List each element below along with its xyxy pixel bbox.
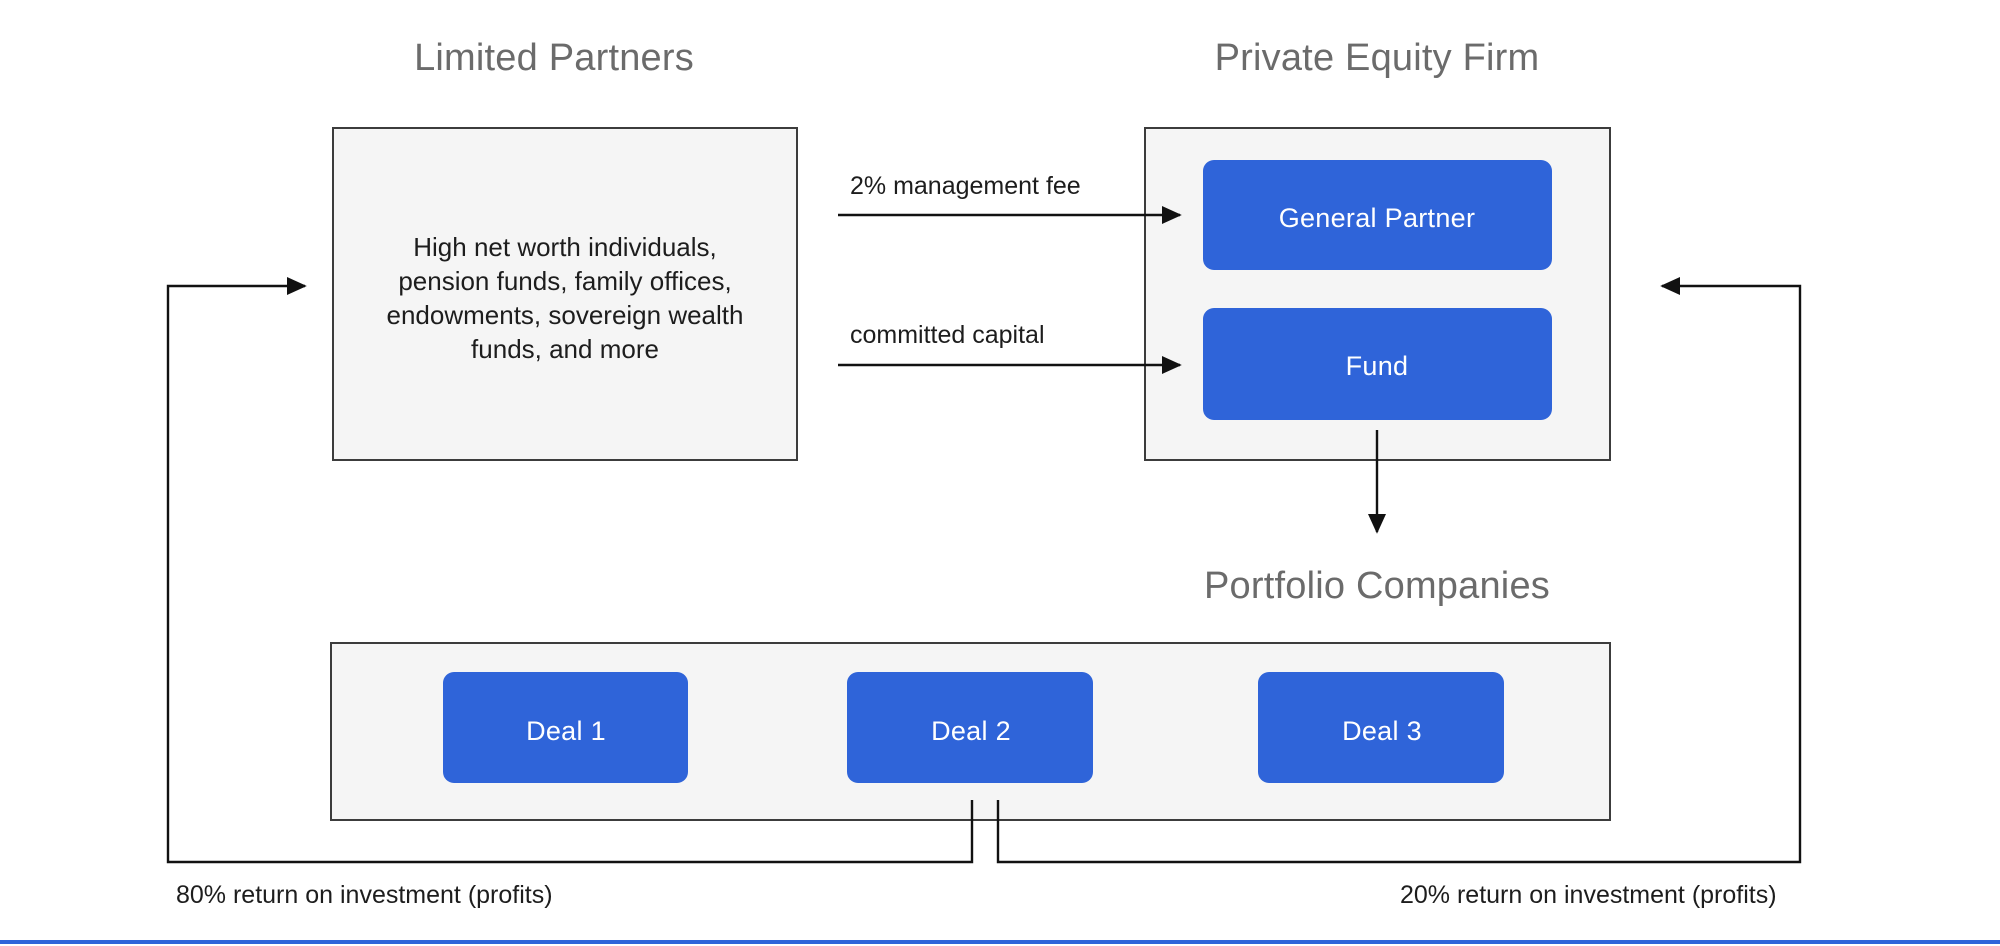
lp-body-line-1: High net worth individuals, bbox=[413, 232, 717, 262]
deal-1-label: Deal 1 bbox=[526, 716, 606, 746]
portfolio-companies-title: Portfolio Companies bbox=[1204, 565, 1550, 607]
lp-body-line-3: endowments, sovereign wealth bbox=[387, 300, 744, 330]
lp-body-line-4: funds, and more bbox=[471, 334, 659, 364]
deal-1-box[interactable] bbox=[443, 672, 688, 783]
lp-return-label: 80% return on investment (profits) bbox=[176, 881, 553, 909]
limited-partners-box bbox=[332, 127, 798, 461]
general-partner-box[interactable] bbox=[1203, 160, 1552, 270]
deal-3-box[interactable] bbox=[1258, 672, 1504, 783]
general-partner-label: General Partner bbox=[1279, 203, 1476, 233]
committed-capital-label: committed capital bbox=[850, 321, 1045, 349]
gp-return-label: 20% return on investment (profits) bbox=[1400, 881, 1777, 909]
fund-label: Fund bbox=[1346, 351, 1409, 381]
fund-box[interactable] bbox=[1203, 308, 1552, 420]
deal-2-label: Deal 2 bbox=[931, 716, 1011, 746]
gp-return-path bbox=[996, 277, 1802, 864]
private-equity-firm-title: Private Equity Firm bbox=[1215, 37, 1540, 79]
management-fee-label: 2% management fee bbox=[850, 172, 1081, 200]
lp-body-line-2: pension funds, family offices, bbox=[398, 266, 731, 296]
deal-2-box[interactable] bbox=[847, 672, 1093, 783]
deal-3-label: Deal 3 bbox=[1342, 716, 1422, 746]
lp-return-path bbox=[166, 277, 974, 864]
limited-partners-title: Limited Partners bbox=[414, 37, 694, 79]
